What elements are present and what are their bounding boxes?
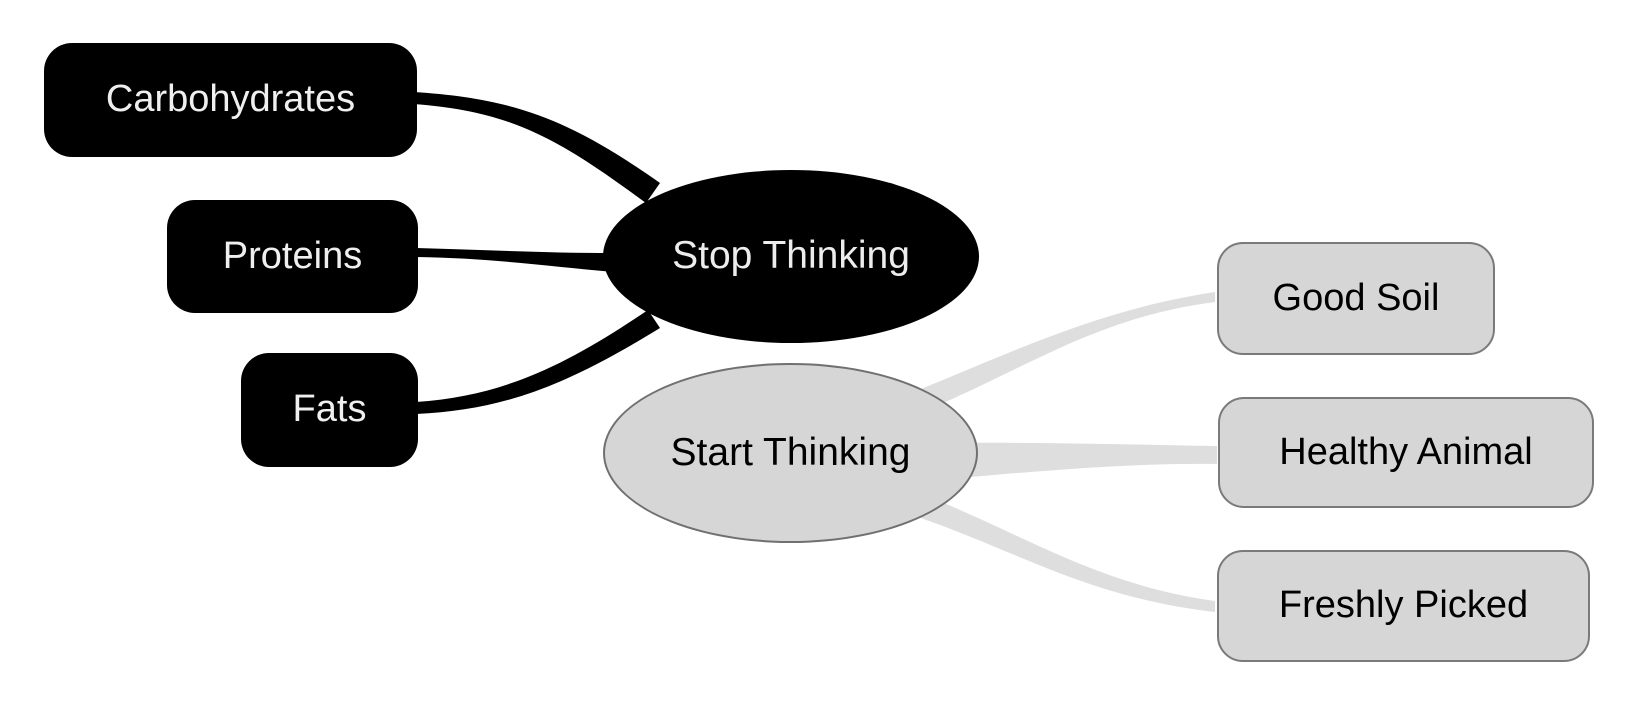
edge-stop-thinking-carbohydrates xyxy=(413,92,660,203)
node-label: Stop Thinking xyxy=(672,234,910,278)
node-label: Freshly Picked xyxy=(1278,584,1529,627)
edge-start-thinking-good-soil xyxy=(909,292,1215,417)
node-good-soil[interactable]: Good Soil xyxy=(1217,242,1495,355)
edge-start-thinking-freshly-picked xyxy=(909,489,1215,612)
node-freshly-picked[interactable]: Freshly Picked xyxy=(1217,550,1590,662)
node-label: Fats xyxy=(292,388,367,431)
node-start-thinking[interactable]: Start Thinking xyxy=(603,363,978,543)
edge-stop-thinking-fats xyxy=(416,310,660,414)
node-label: Good Soil xyxy=(1272,276,1440,319)
node-carbohydrates[interactable]: Carbohydrates xyxy=(44,43,417,157)
node-proteins[interactable]: Proteins xyxy=(167,200,418,313)
node-fats[interactable]: Fats xyxy=(241,353,418,467)
node-label: Proteins xyxy=(222,234,363,277)
node-label: Start Thinking xyxy=(670,430,911,474)
node-healthy-animal[interactable]: Healthy Animal xyxy=(1218,397,1594,508)
node-stop-thinking[interactable]: Stop Thinking xyxy=(603,170,979,343)
edge-stop-thinking-proteins xyxy=(416,248,614,272)
edge-start-thinking-healthy-animal xyxy=(948,442,1217,479)
node-label: Healthy Animal xyxy=(1279,430,1533,473)
node-label: Carbohydrates xyxy=(105,78,356,121)
